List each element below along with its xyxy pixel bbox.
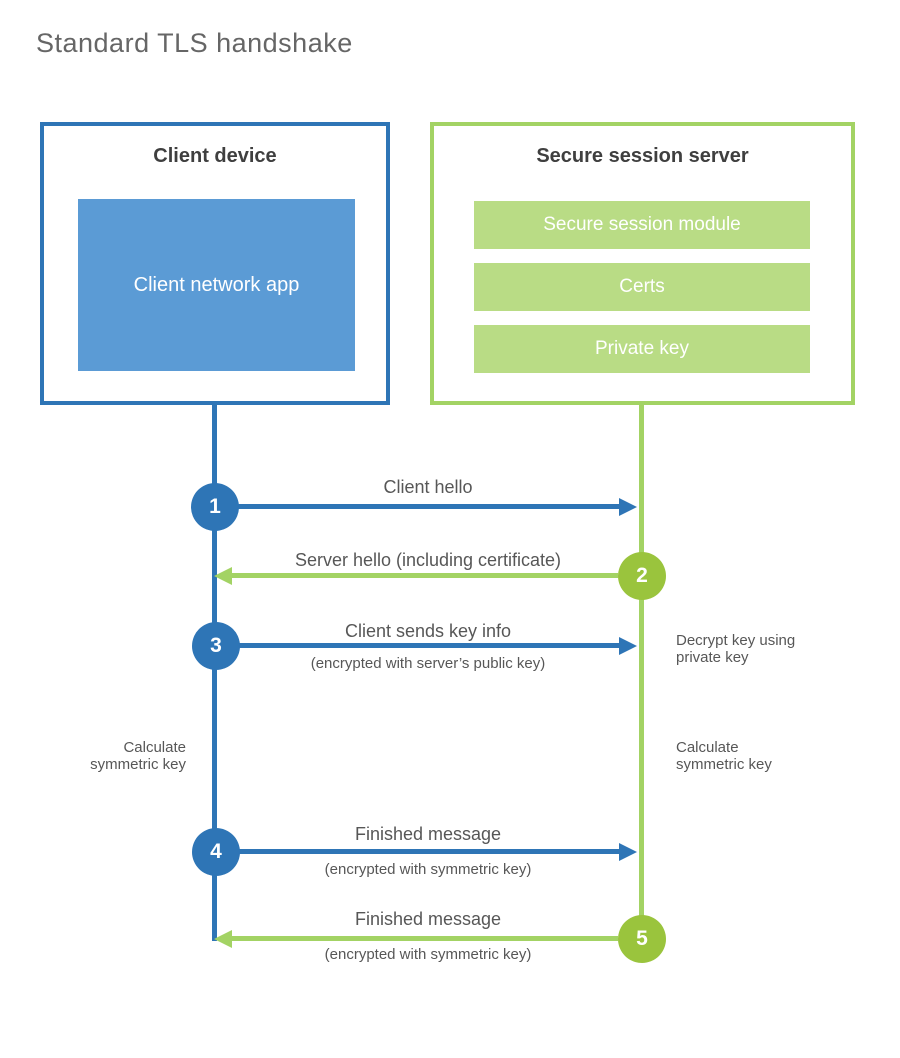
step-number: 3 [210,634,222,657]
message-finished-server-sub: (encrypted with symmetric key) [324,946,532,963]
step-circle-5: 5 [618,915,666,963]
server-module-label: Private key [595,338,689,359]
message-server-hello: Server hello (including certificate) [294,550,562,570]
message-finished-client-sub: (encrypted with symmetric key) [324,861,532,878]
arrow-finished-server [232,936,618,941]
arrow-client-hello [215,504,619,509]
arrow-finished-client [216,849,619,854]
step-circle-4: 4 [192,828,240,876]
secure-session-server-title: Secure session server [536,145,749,167]
step-circle-3: 3 [192,622,240,670]
client-lifeline [212,405,217,941]
server-module-secure-session: Secure session module [474,201,810,249]
arrow-client-key-info [216,643,619,648]
note-calculate-symmetric-key-server: Calculate symmetric key [676,739,772,773]
server-module-certs: Certs [474,263,810,311]
client-device-title: Client device [153,145,277,167]
arrowhead-left-icon [214,930,232,948]
step-number: 2 [636,564,648,587]
client-network-app-box: Client network app [78,199,355,371]
server-lifeline [639,405,644,941]
message-client-key-info-sub: (encrypted with server’s public key) [310,655,546,672]
note-calculate-symmetric-key-client: Calculate symmetric key [90,739,186,773]
step-number: 1 [209,495,221,518]
message-client-hello: Client hello [383,477,473,497]
step-number: 5 [636,927,648,950]
arrowhead-right-icon [619,843,637,861]
message-finished-client: Finished message [354,824,502,844]
step-circle-2: 2 [618,552,666,600]
step-number: 4 [210,840,222,863]
message-client-key-info: Client sends key info [344,621,512,641]
arrowhead-right-icon [619,637,637,655]
message-finished-server: Finished message [354,909,502,929]
client-network-app-label: Client network app [133,274,300,296]
note-decrypt-key: Decrypt key using private key [676,632,796,666]
arrowhead-left-icon [214,567,232,585]
arrowhead-right-icon [619,498,637,516]
arrow-server-hello [232,573,618,578]
server-module-private-key: Private key [474,325,810,373]
server-module-label: Secure session module [543,214,741,235]
server-module-label: Certs [619,276,665,297]
page-title: Standard TLS handshake [36,28,353,58]
step-circle-1: 1 [191,483,239,531]
